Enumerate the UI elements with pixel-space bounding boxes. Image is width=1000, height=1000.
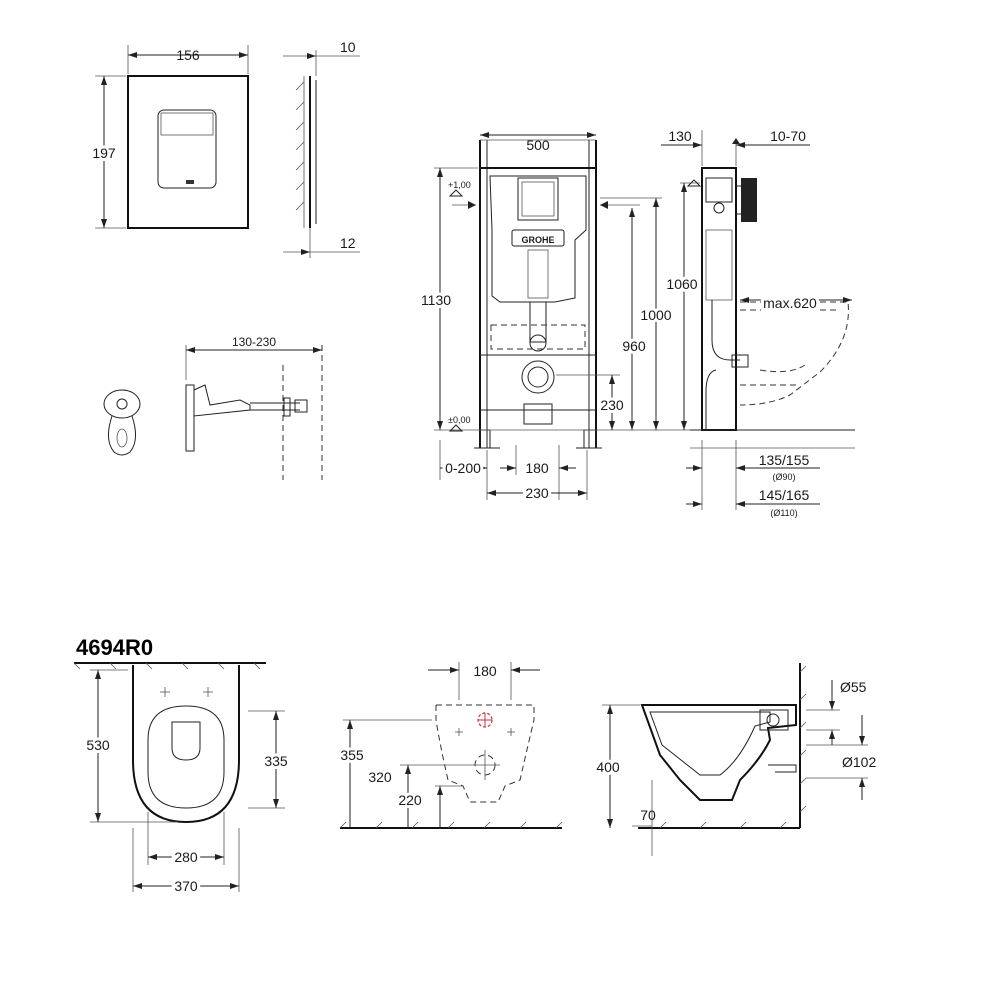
profile-height-label: 400 — [596, 759, 620, 775]
offset-label: 0-200 — [445, 460, 481, 476]
flush-plate-front — [127, 75, 249, 229]
d110-dimension-label: 145/165 — [759, 487, 810, 503]
height-320-label: 320 — [368, 769, 392, 785]
frame-height-dimensions: 1130 +1,00 ±0,00 1000 960 230 — [418, 167, 675, 432]
plate-width-dimension: 156 — [127, 45, 249, 74]
frame-width-label: 500 — [526, 137, 550, 153]
height-220-label: 220 — [398, 792, 422, 808]
toilet-rear-dimensions: 180 355 320 220 — [337, 662, 540, 828]
flush-plate-side: 10 12 — [283, 39, 360, 258]
diameter-102-label: Ø102 — [842, 754, 876, 770]
frame-width-dimension: 500 — [480, 132, 596, 153]
svg-text:GROHE: GROHE — [521, 235, 554, 245]
toilet-rear-view — [339, 704, 563, 829]
height-1000-label: 1000 — [640, 307, 671, 323]
frame-height-label: 1130 — [421, 292, 451, 308]
height-230-label: 230 — [600, 397, 624, 413]
spacing-180-label: 180 — [525, 460, 549, 476]
toilet-top-view — [73, 662, 266, 824]
range-10-70-label: 10-70 — [770, 128, 806, 144]
offset-70-label: 70 — [640, 807, 656, 823]
plate-depth-bottom-label: 12 — [340, 235, 356, 251]
plate-height-label: 197 — [92, 145, 116, 161]
frame-side-view — [690, 167, 855, 510]
toilet-side-profile — [638, 663, 807, 829]
model-number: 4694R0 — [76, 635, 153, 660]
spacing-230-label: 230 — [525, 485, 549, 501]
max-620-label: max.620 — [763, 295, 817, 311]
frame-bottom-dimensions: 0-200 180 230 — [439, 440, 588, 504]
seat-depth-label: 335 — [264, 753, 288, 769]
d90-dimension-label: 135/155 — [759, 452, 810, 468]
outer-width-label: 370 — [174, 878, 198, 894]
inner-width-label: 280 — [174, 849, 198, 865]
toilet-length-label: 530 — [86, 737, 110, 753]
d90-note: (Ø90) — [772, 472, 795, 482]
level-zero-label: ±0,00 — [448, 415, 470, 425]
pipe-bracket-front — [103, 389, 141, 456]
toilet-profile-dimensions: 400 Ø55 Ø102 70 — [593, 679, 876, 856]
pipe-bracket-side: 130-230 — [185, 335, 323, 480]
toilet-top-dimensions: 530 335 280 370 — [83, 669, 291, 897]
plate-width-label: 156 — [176, 47, 200, 63]
installation-frame-front: GROHE — [434, 139, 700, 449]
pipe-range-label: 130-230 — [232, 335, 276, 349]
plate-depth-top-label: 10 — [340, 39, 356, 55]
frame-side-dimensions: 130 10-70 1060 max.620 135/155 (Ø90) 145… — [661, 128, 852, 518]
depth-130-label: 130 — [668, 128, 692, 144]
d110-note: (Ø110) — [770, 508, 797, 518]
height-960-label: 960 — [622, 338, 646, 354]
level-top-label: +1,00 — [448, 180, 471, 190]
height-1060-label: 1060 — [666, 276, 697, 292]
height-355-label: 355 — [340, 747, 364, 763]
rear-spacing-label: 180 — [473, 663, 497, 679]
plate-height-dimension: 197 — [89, 75, 126, 229]
diameter-55-label: Ø55 — [840, 679, 867, 695]
